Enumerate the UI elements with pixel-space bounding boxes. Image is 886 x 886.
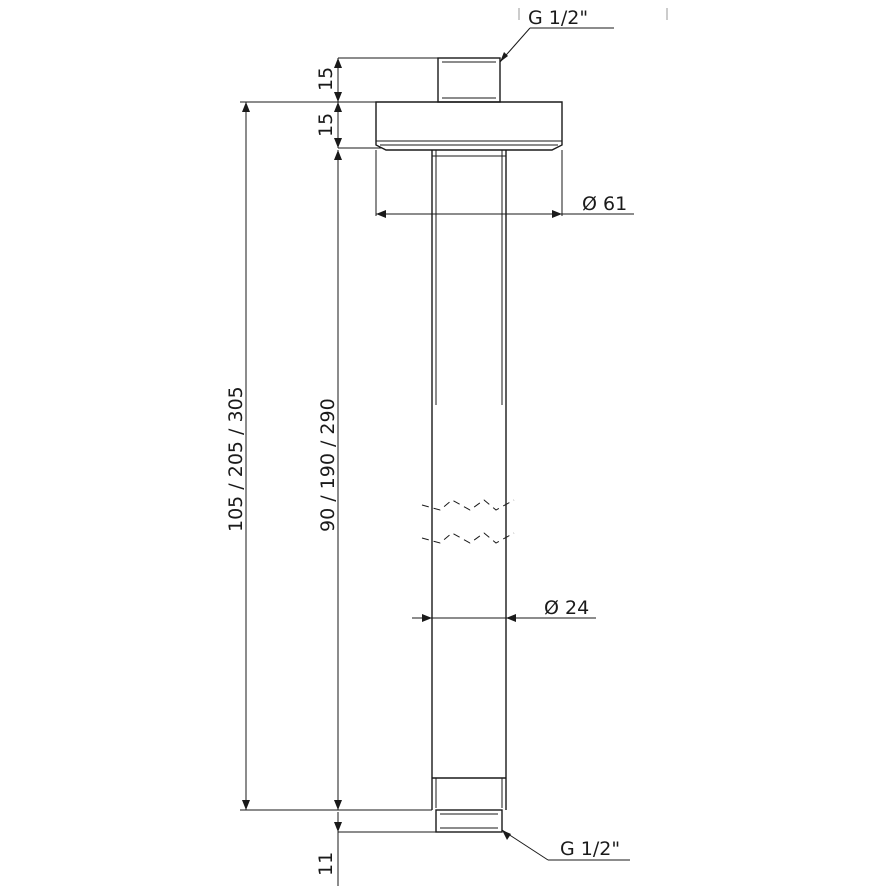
tube-length-label: 90 / 190 / 290 [317,398,339,532]
overall-length-label: 105 / 205 / 305 [225,386,247,532]
leader-thread-top [499,27,614,63]
flange-diameter-label: Ø 61 [582,193,627,215]
dim-tube-diameter [412,614,596,622]
leader-thread-bottom [501,829,630,861]
dim-flange-vertical [334,57,438,149]
tube [431,150,507,810]
dim-overall-length [240,101,432,811]
thread-top-label: G 1/2" [528,7,588,29]
tube-diameter-label: Ø 24 [544,597,589,619]
flange-gap-label: 15 [315,113,337,137]
bottom-thread-length-label: 11 [315,852,337,876]
break-lines [421,499,515,544]
dim-tube-length [334,150,342,810]
bottom-thread [435,809,503,833]
thread-bottom-label: G 1/2" [560,838,620,860]
flange-height-label: 15 [315,67,337,91]
dim-flange-diameter [375,150,634,218]
top-thread [437,57,501,103]
dim-bottom-thread [334,812,436,886]
flange [375,101,563,151]
